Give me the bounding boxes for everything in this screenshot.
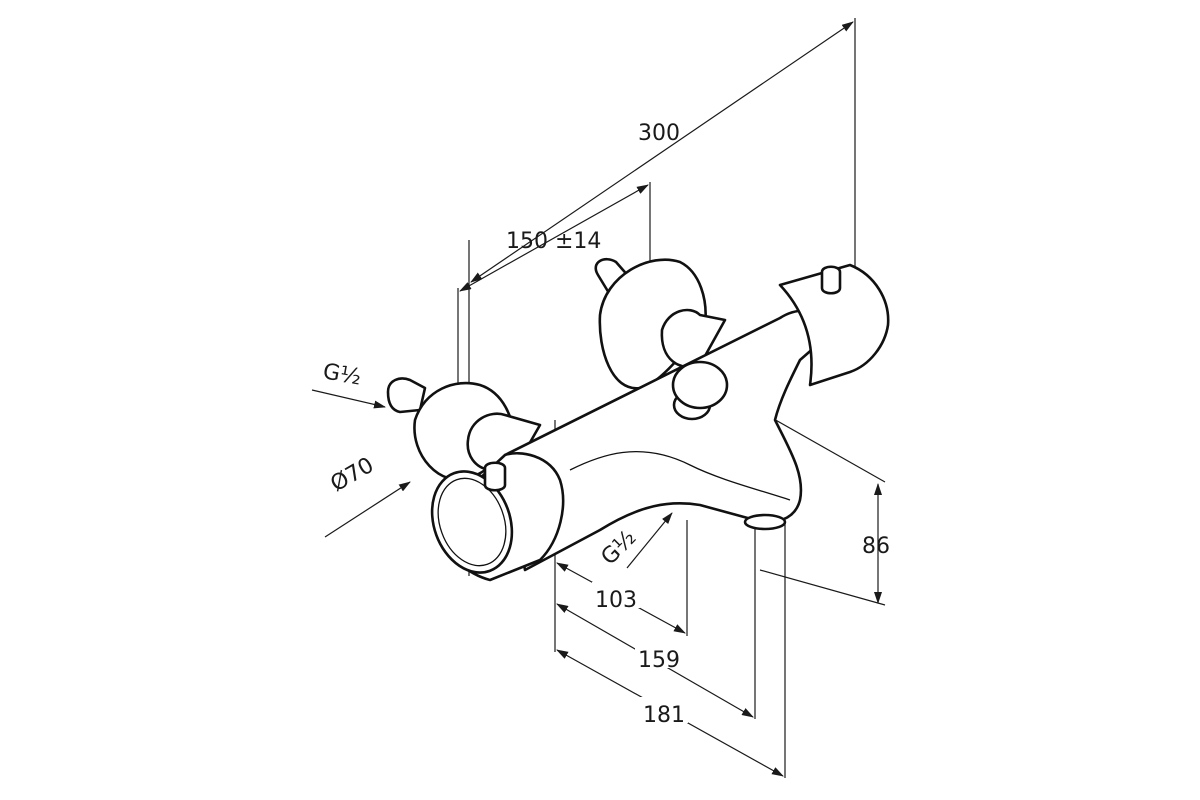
dimension-label-300: 300 bbox=[638, 121, 680, 146]
dimension-150: 150 ±14 bbox=[457, 182, 651, 400]
spout-outlet bbox=[743, 513, 787, 531]
label-g-half-outlet: G½ bbox=[597, 525, 642, 570]
label-diameter-70: Ø70 bbox=[327, 453, 379, 497]
dimension-label-150: 150 ±14 bbox=[506, 229, 601, 254]
dimension-label-181: 181 bbox=[643, 703, 685, 728]
spout-edge bbox=[569, 451, 791, 501]
temperature-handle bbox=[778, 263, 890, 387]
back-connector bbox=[660, 308, 727, 369]
dimension-label-86: 86 bbox=[862, 534, 890, 559]
flow-stop-button bbox=[483, 461, 507, 492]
label-g-half-inlet: G½ bbox=[321, 359, 363, 390]
dimension-86: 86 bbox=[704, 379, 890, 606]
temperature-stop-button bbox=[820, 265, 842, 295]
diverter-knob bbox=[671, 360, 729, 410]
dimension-g-half-inlet: G½ bbox=[311, 359, 386, 409]
dimension-diameter-70: Ø70 bbox=[324, 453, 411, 538]
dimension-label-159: 159 bbox=[638, 648, 680, 673]
dimension-label-103: 103 bbox=[595, 588, 637, 613]
mixer-illustration bbox=[386, 257, 890, 582]
flow-handle-cap bbox=[430, 470, 514, 574]
dimension-depths: 103 159 181 bbox=[554, 420, 786, 778]
left-inlet-pipe bbox=[386, 377, 427, 414]
